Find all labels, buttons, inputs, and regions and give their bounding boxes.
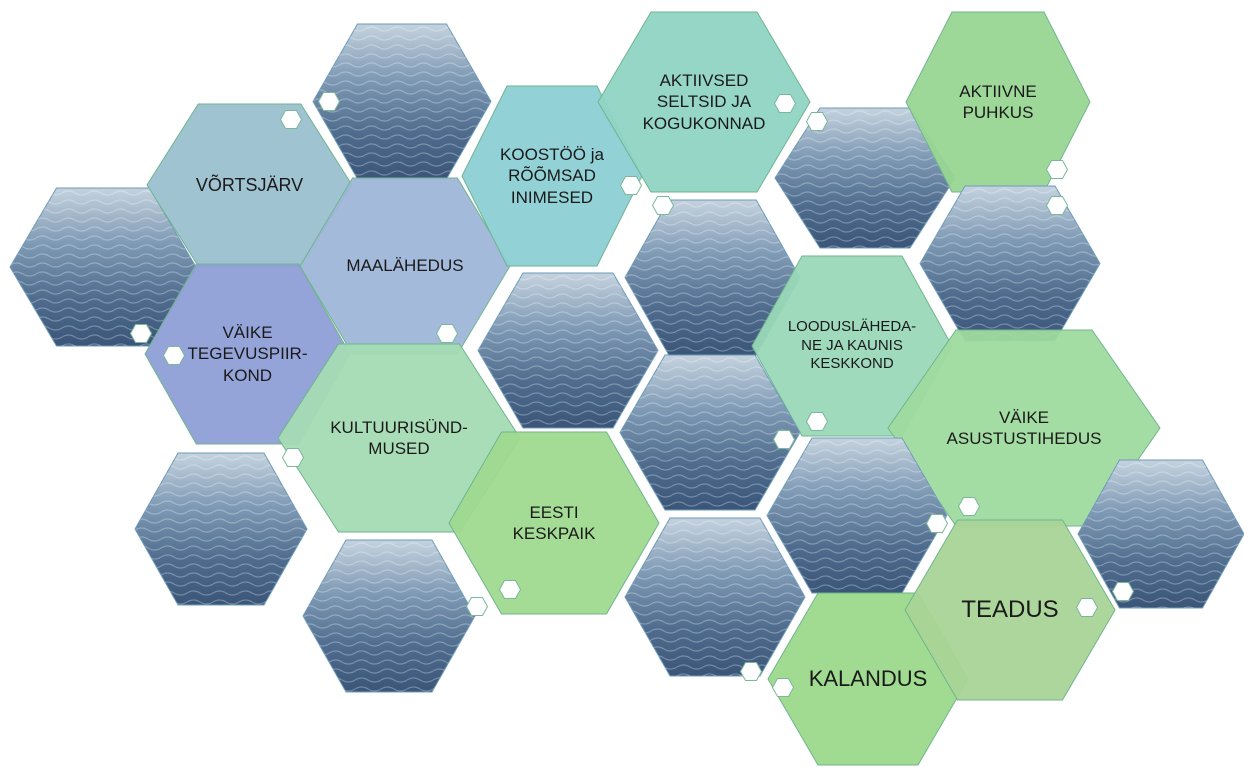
small-hexagon-icon [130,324,152,343]
small-hexagon-icon [1046,160,1068,179]
small-hexagon-icon [773,430,795,449]
water-hex-3 [774,107,956,249]
small-hexagon-icon [499,580,521,599]
small-hexagon-icon [740,662,762,681]
small-hexagon-icon [466,597,488,616]
small-hexagon-icon [926,514,948,533]
water-hex-1 [9,187,197,347]
water-hex-2 [312,23,492,180]
small-hexagon-icon [318,92,340,111]
small-hexagon-icon [772,678,794,697]
water-hex-11 [624,517,806,677]
water-hex-4 [919,185,1101,342]
small-hexagon-icon [774,94,796,113]
water-hex-7 [619,354,801,511]
small-hexagon-icon [280,110,302,129]
small-hexagon-icon [436,324,458,343]
water-hex-12 [1077,459,1244,609]
small-hexagon-icon [806,112,828,131]
small-hexagon-icon [652,196,674,215]
small-hexagon-icon [620,176,642,195]
small-hexagon-icon [1046,196,1068,215]
small-hexagon-icon [282,448,304,467]
small-hexagon-icon [1076,598,1098,617]
small-hexagon-icon [163,346,185,365]
small-hexagon-icon [806,412,828,431]
small-hexagon-icon [1112,582,1134,601]
water-hex-9 [766,437,948,594]
water-hex-5 [624,199,801,356]
water-hex-8 [134,452,308,606]
water-hex-6 [477,272,659,429]
small-hexagon-icon [958,497,980,516]
water-hex-10 [302,539,476,693]
